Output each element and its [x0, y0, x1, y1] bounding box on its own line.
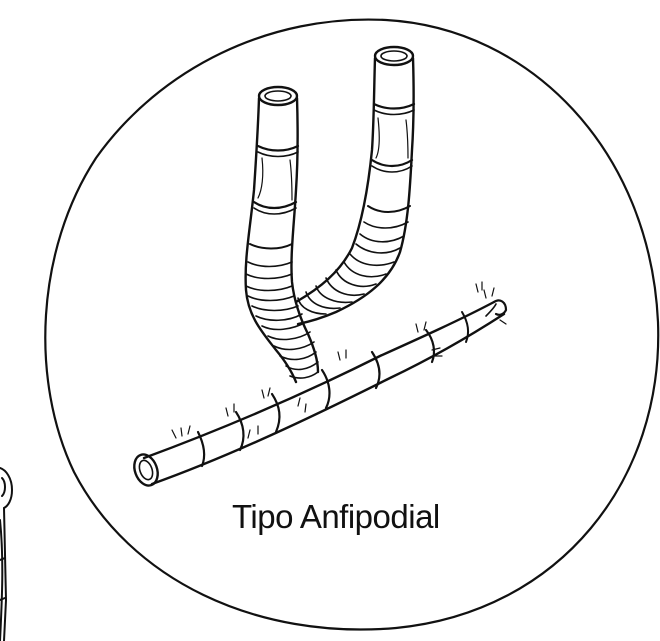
frame-circle: [45, 20, 658, 630]
left-culm: [246, 87, 318, 382]
diagram-caption: Tipo Anfipodial: [232, 498, 440, 536]
right-culm: [296, 47, 414, 324]
cropped-stem-left: [0, 468, 12, 641]
